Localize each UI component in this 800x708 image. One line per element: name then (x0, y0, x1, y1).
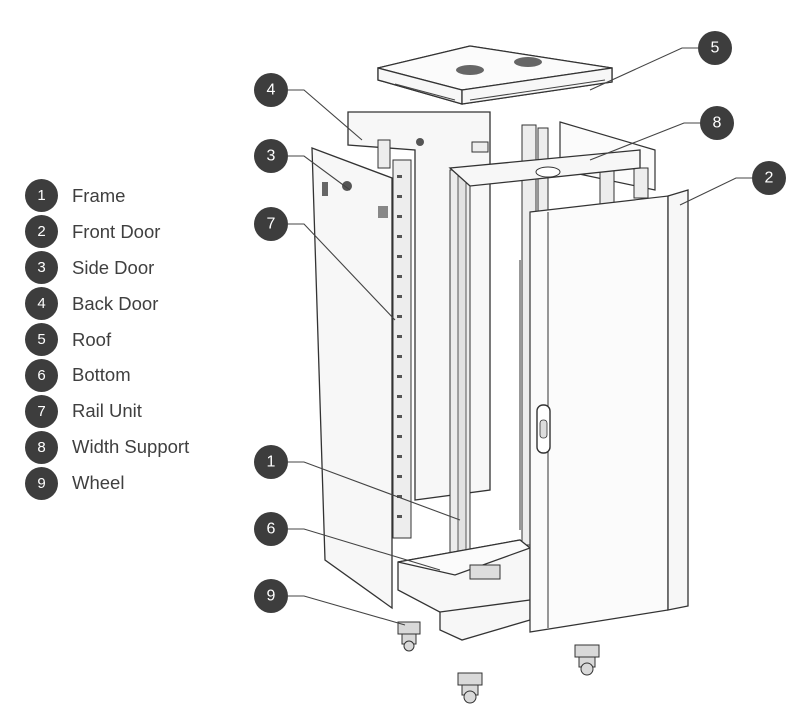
callout-5-label: 5 (711, 40, 720, 57)
legend-item-roof: 5 Roof (25, 322, 225, 358)
callout-2: 2 (752, 161, 786, 195)
legend-label: Front Door (72, 220, 161, 242)
legend-badge: 8 (25, 430, 58, 464)
rail-unit-part (392, 159, 412, 539)
legend-item-width-support: 8 Width Support (25, 429, 225, 465)
callout-1-label: 1 (267, 454, 276, 471)
legend-label: Bottom (72, 364, 131, 386)
legend-badge: 5 (25, 323, 58, 356)
legend-badge: 9 (25, 466, 58, 500)
legend-item-front-door: 2 Front Door (25, 214, 225, 250)
legend-item-wheel: 9 Wheel (25, 465, 225, 501)
legend-item-frame: 1 Frame (25, 178, 225, 214)
callout-2-label: 2 (765, 170, 774, 187)
callout-9: 9 (254, 579, 288, 613)
legend-label: Rail Unit (72, 400, 142, 422)
callout-7-label: 7 (267, 216, 276, 233)
legend-label: Roof (72, 328, 112, 350)
legend-badge: 3 (25, 251, 58, 285)
side-door-part (311, 147, 393, 610)
callout-6-label: 6 (267, 521, 276, 538)
wheel-part (397, 621, 600, 704)
callout-4: 4 (254, 73, 288, 107)
legend-badge: 2 (25, 215, 58, 249)
legend-item-bottom: 6 Bottom (25, 357, 225, 393)
callout-4-label: 4 (267, 82, 276, 99)
callout-8: 8 (700, 106, 734, 140)
legend-label: Side Door (72, 256, 155, 278)
callout-3: 3 (254, 139, 288, 173)
leader-lines (288, 47, 752, 626)
legend-label: Back Door (72, 292, 159, 314)
legend-label: Wheel (72, 472, 125, 494)
legend: 1 Frame 2 Front Door 3 Side Door 4 Back … (25, 178, 225, 501)
callout-1: 1 (254, 445, 288, 479)
callout-5: 5 (698, 31, 732, 65)
legend-badge: 7 (25, 394, 58, 428)
roof-part (377, 45, 613, 105)
legend-badge: 4 (25, 287, 58, 321)
legend-badge: 1 (25, 179, 58, 213)
callout-3-label: 3 (267, 148, 276, 165)
legend-item-side-door: 3 Side Door (25, 250, 225, 286)
front-door-part (529, 189, 689, 633)
legend-item-rail-unit: 7 Rail Unit (25, 393, 225, 429)
legend-badge: 6 (25, 358, 58, 392)
callout-8-label: 8 (713, 115, 722, 132)
callout-7: 7 (254, 207, 288, 241)
legend-label: Width Support (72, 436, 190, 458)
legend-label: Frame (72, 184, 126, 206)
legend-item-back-door: 4 Back Door (25, 286, 225, 322)
callout-6: 6 (254, 512, 288, 546)
bottom-part (397, 539, 532, 641)
callout-9-label: 9 (267, 588, 276, 605)
